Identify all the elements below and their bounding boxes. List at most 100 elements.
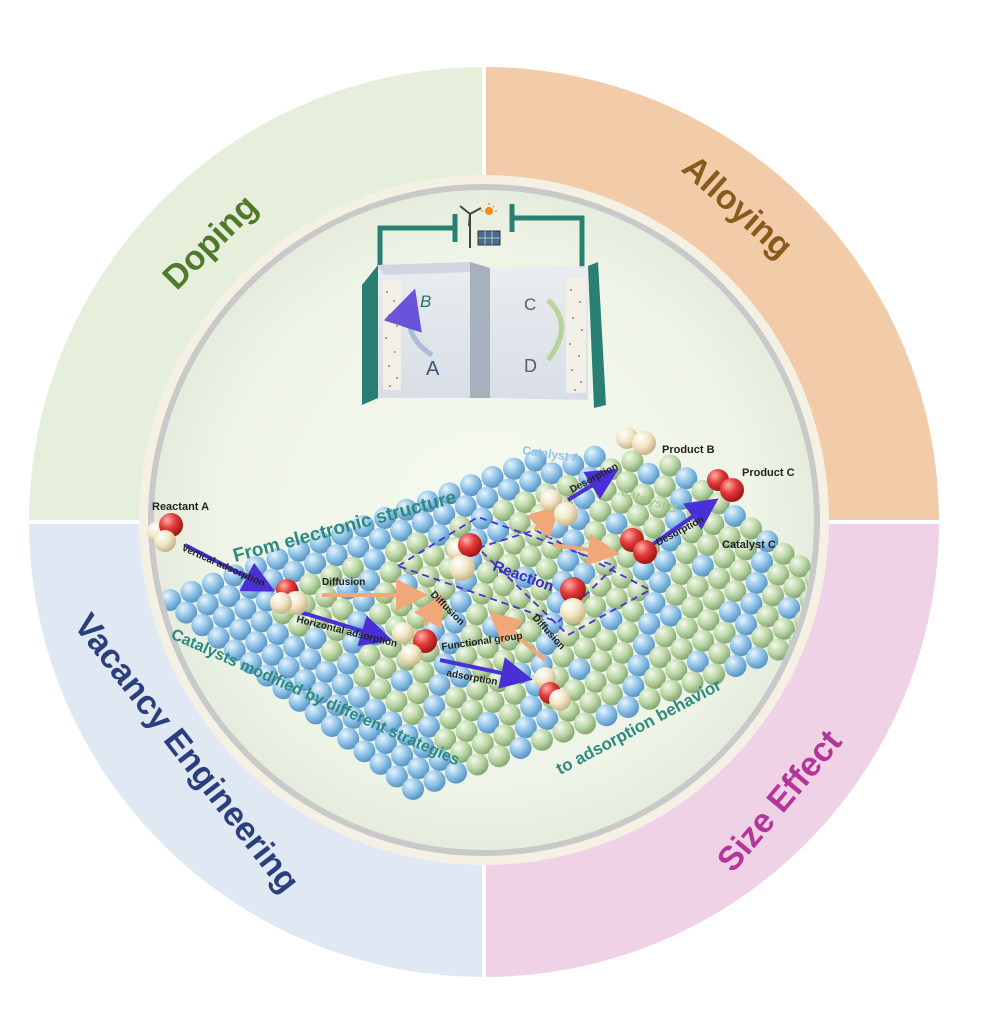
surface-atom-green bbox=[708, 642, 731, 665]
surface-atom-blue bbox=[283, 635, 305, 658]
surface-atom-green bbox=[659, 454, 682, 477]
surface-atom-green bbox=[767, 638, 790, 661]
surface-atom-green bbox=[783, 576, 806, 599]
surface-atom-green bbox=[519, 545, 542, 568]
surface-atom-blue bbox=[256, 664, 279, 687]
surface-atom-blue bbox=[180, 580, 203, 603]
surface-atom-blue bbox=[411, 511, 434, 534]
surface-atom-blue bbox=[390, 519, 413, 542]
surface-atom-green bbox=[660, 679, 682, 702]
surface-atom-green bbox=[622, 600, 644, 623]
surface-atom-green bbox=[654, 625, 677, 648]
surface-atom-blue bbox=[735, 613, 758, 636]
surface-atom-blue bbox=[412, 736, 435, 759]
surface-atom-blue bbox=[293, 669, 316, 691]
surface-atom-blue bbox=[261, 643, 284, 666]
surface-atom-green bbox=[444, 686, 467, 709]
surface-atom-blue bbox=[175, 601, 198, 624]
surface-atom-blue bbox=[331, 523, 353, 546]
surface-atom-green bbox=[740, 517, 763, 540]
surface-atom-green bbox=[412, 661, 435, 684]
surface-atom-blue bbox=[304, 702, 327, 725]
surface-atom-green bbox=[422, 544, 445, 567]
surface-atom-green bbox=[713, 546, 736, 569]
surface-atom-green bbox=[358, 644, 381, 667]
surface-atom-green bbox=[492, 499, 515, 522]
surface-atom-green bbox=[584, 595, 607, 618]
surface-atom-green bbox=[616, 471, 639, 493]
surface-atom-blue bbox=[374, 507, 396, 529]
renewable-energy-icon bbox=[459, 203, 501, 248]
surface-atom-green bbox=[481, 541, 504, 563]
hydrogen-atom bbox=[549, 689, 571, 711]
surface-atom-blue bbox=[751, 551, 773, 573]
surface-atom-blue bbox=[460, 474, 482, 497]
product-b-label: Product B bbox=[662, 444, 715, 456]
reaction-region bbox=[395, 516, 652, 637]
surface-atom-blue bbox=[433, 503, 456, 526]
surface-atom-green bbox=[734, 538, 757, 561]
surface-atom-blue bbox=[622, 675, 645, 698]
surface-atom-blue bbox=[304, 552, 327, 575]
surface-atom-blue bbox=[643, 592, 666, 614]
cell-label-b: B bbox=[420, 292, 431, 311]
surface-atom-blue bbox=[519, 470, 542, 493]
surface-atom-green bbox=[627, 504, 649, 527]
surface-atom-blue bbox=[331, 673, 354, 696]
surface-atom-blue bbox=[282, 560, 305, 583]
surface-atom-blue bbox=[595, 704, 618, 727]
surface-atom-blue bbox=[540, 462, 563, 485]
hydrogen-atom bbox=[449, 555, 475, 581]
surface-atom-green bbox=[643, 517, 666, 539]
surface-atom-green bbox=[498, 703, 521, 726]
surface-atom-green bbox=[573, 637, 596, 660]
surface-atom-blue bbox=[503, 457, 525, 480]
oxygen-atom bbox=[720, 478, 744, 502]
cell-label-a: A bbox=[426, 358, 440, 380]
surface-atom-blue bbox=[600, 608, 623, 631]
cell-label-c: C bbox=[524, 295, 536, 314]
surface-atom-green bbox=[697, 609, 720, 631]
surface-atom-blue bbox=[648, 571, 671, 594]
hydrogen-atom bbox=[270, 592, 292, 614]
surface-atom-green bbox=[729, 559, 752, 582]
vertical-adsorbed-molecule bbox=[270, 579, 308, 615]
surface-atom-green bbox=[503, 532, 526, 555]
surface-atom-blue bbox=[686, 650, 709, 673]
surface-atom-blue bbox=[326, 694, 349, 717]
surface-atom-green bbox=[708, 567, 730, 590]
surface-atom-green bbox=[681, 596, 704, 619]
surface-atom-green bbox=[751, 626, 774, 648]
surface-atom-green bbox=[369, 677, 392, 700]
surface-atom-blue bbox=[691, 554, 714, 577]
surface-atom-blue bbox=[196, 593, 219, 616]
oxygen-atom bbox=[458, 533, 482, 557]
surface-atom-green bbox=[488, 745, 510, 768]
catalyst-c-label: Catalyst C bbox=[722, 539, 776, 551]
surface-atom-green bbox=[756, 605, 779, 628]
surface-atom-blue bbox=[514, 566, 537, 589]
surface-atom-blue bbox=[638, 612, 661, 635]
surface-atom-green bbox=[401, 553, 424, 575]
surface-atom-green bbox=[466, 678, 489, 701]
surface-atom-blue bbox=[520, 695, 543, 718]
surface-atom-blue bbox=[402, 778, 424, 800]
surface-atom-green bbox=[465, 603, 488, 626]
surface-atom-green bbox=[788, 555, 811, 578]
surface-atom-blue bbox=[207, 626, 230, 649]
surface-atom-blue bbox=[745, 571, 768, 594]
surface-atom-green bbox=[353, 665, 376, 688]
surface-atom-blue bbox=[390, 669, 413, 692]
surface-atom-green bbox=[379, 561, 402, 584]
surface-atom-blue bbox=[358, 569, 381, 592]
surface-atom-green bbox=[697, 534, 720, 556]
surface-atom-green bbox=[455, 645, 478, 667]
surface-atom-blue bbox=[229, 618, 252, 641]
surface-atom-blue bbox=[756, 530, 779, 553]
hydrogen-atom bbox=[540, 489, 562, 511]
surface-atom-blue bbox=[637, 462, 660, 485]
surface-atom-green bbox=[460, 624, 483, 647]
surface-atom-blue bbox=[374, 732, 397, 754]
surface-atom-blue bbox=[202, 572, 224, 595]
surface-atom-blue bbox=[309, 531, 332, 554]
